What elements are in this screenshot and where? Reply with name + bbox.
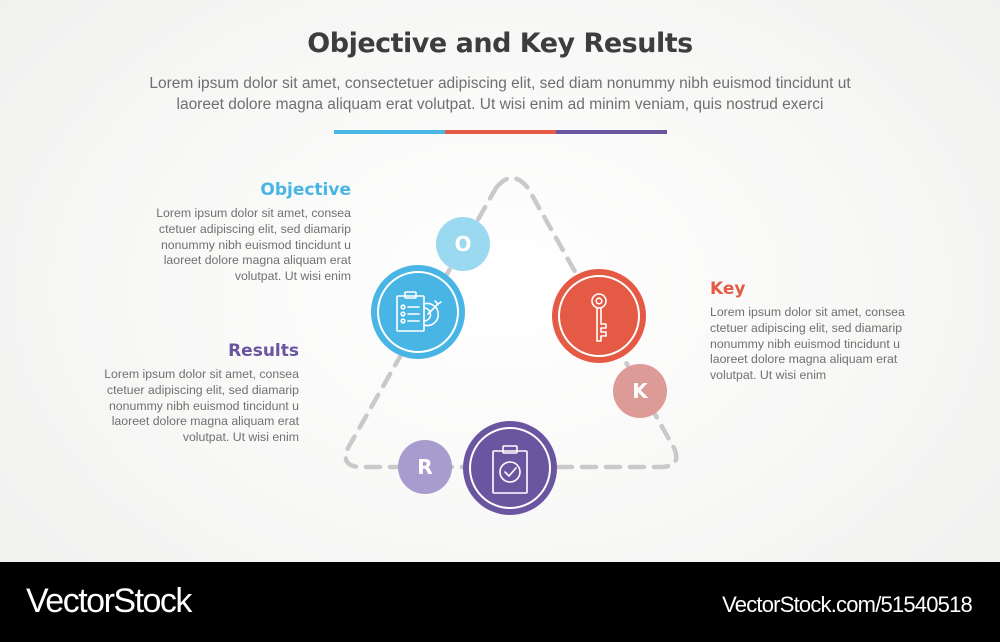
key-line: nonummy nibh euismod tincidunt u [710,336,901,351]
results-line: laoreet dolore magna aliquam erat [111,414,299,429]
objective-line: Lorem ipsum dolor sit amet, consea [156,206,351,220]
key-description: Lorem ipsum dolor sit amet, consea ctetu… [710,305,950,384]
results-description: Lorem ipsum dolor sit amet, consea ctetu… [59,367,299,446]
results-heading: Results [228,341,299,361]
page-subtitle: Lorem ipsum dolor sit amet, consectetuer… [70,73,930,115]
objective-line: ctetuer adipiscing elit, sed diamarip [158,221,351,236]
results-block: Results Lorem ipsum dolor sit amet, cons… [59,341,299,446]
objective-line: volutpat. Ut wisi enim [234,269,351,284]
key-circle [552,269,646,363]
footer-brand: VectorStock [26,582,192,620]
clipboard-target-icon [396,291,442,332]
subtitle-line-2: laoreet dolore magna aliquam erat volutp… [176,96,824,113]
key-line: Lorem ipsum dolor sit amet, consea [710,305,905,319]
key-heading: Key [710,279,746,299]
footer-reference: VectorStock.com/51540518 [722,592,973,617]
divider-segment-blue [334,130,445,134]
key-letter-badge: K [613,364,667,418]
footer-bar: VectorStock VectorStock.com/51540518 [0,562,1000,642]
results-line: volutpat. Ut wisi enim [182,430,299,445]
results-circle [463,421,557,515]
results-line: nonummy nibh euismod tincidunt u [108,398,299,413]
results-line: ctetuer adipiscing elit, sed diamarip [106,382,299,397]
objective-letter: O [454,232,471,256]
divider-segment-purple [556,130,667,134]
results-letter-badge: R [398,440,452,494]
objective-description: Lorem ipsum dolor sit amet, consea ctetu… [111,206,351,285]
results-letter: R [417,455,432,479]
key-line: volutpat. Ut wisi enim [710,368,827,383]
divider-segment-red [445,130,556,134]
objective-line: laoreet dolore magna aliquam erat [163,253,351,268]
key-line: laoreet dolore magna aliquam erat [710,352,898,367]
key-letter: K [632,379,649,403]
objective-block: Objective Lorem ipsum dolor sit amet, co… [111,180,351,285]
objective-line: nonummy nibh euismod tincidunt u [160,237,351,252]
page-title: Objective and Key Results [307,28,693,59]
subtitle-line-1: Lorem ipsum dolor sit amet, consectetuer… [149,75,851,92]
key-block: Key Lorem ipsum dolor sit amet, consea c… [710,279,950,384]
results-line: Lorem ipsum dolor sit amet, consea [104,367,299,381]
objective-circle [371,265,465,359]
key-icon [591,293,607,342]
tricolor-divider [334,130,667,134]
dashed-triangle-path [343,175,679,470]
key-line: ctetuer adipiscing elit, sed diamarip [710,320,903,335]
clipboard-check-icon [492,445,528,494]
objective-letter-badge: O [436,217,490,271]
objective-heading: Objective [260,180,351,200]
